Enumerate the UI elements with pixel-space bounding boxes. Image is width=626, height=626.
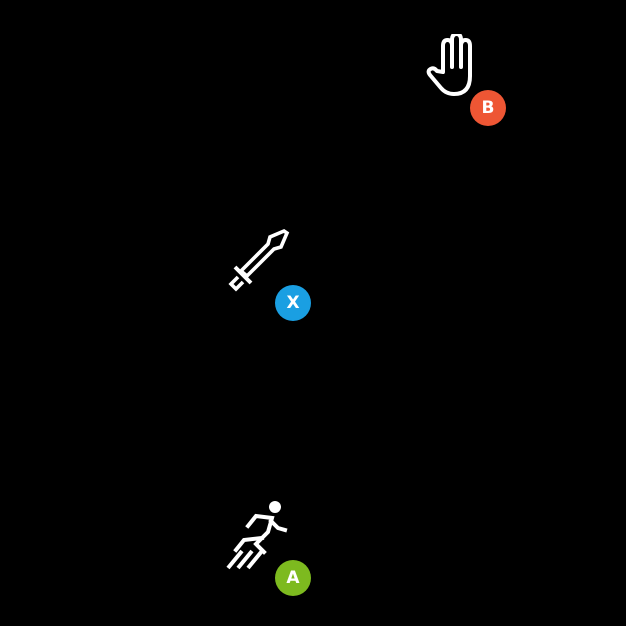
button-a-badge: A [275,560,311,596]
running-person-icon [226,501,288,570]
sword-icon [228,228,290,292]
button-x-badge: X [275,285,311,321]
button-b-badge: B [470,90,506,126]
action-grab[interactable]: B [420,30,510,130]
action-attack[interactable]: X [222,224,314,324]
action-sprint[interactable]: A [222,496,314,600]
hand-icon [426,34,472,96]
